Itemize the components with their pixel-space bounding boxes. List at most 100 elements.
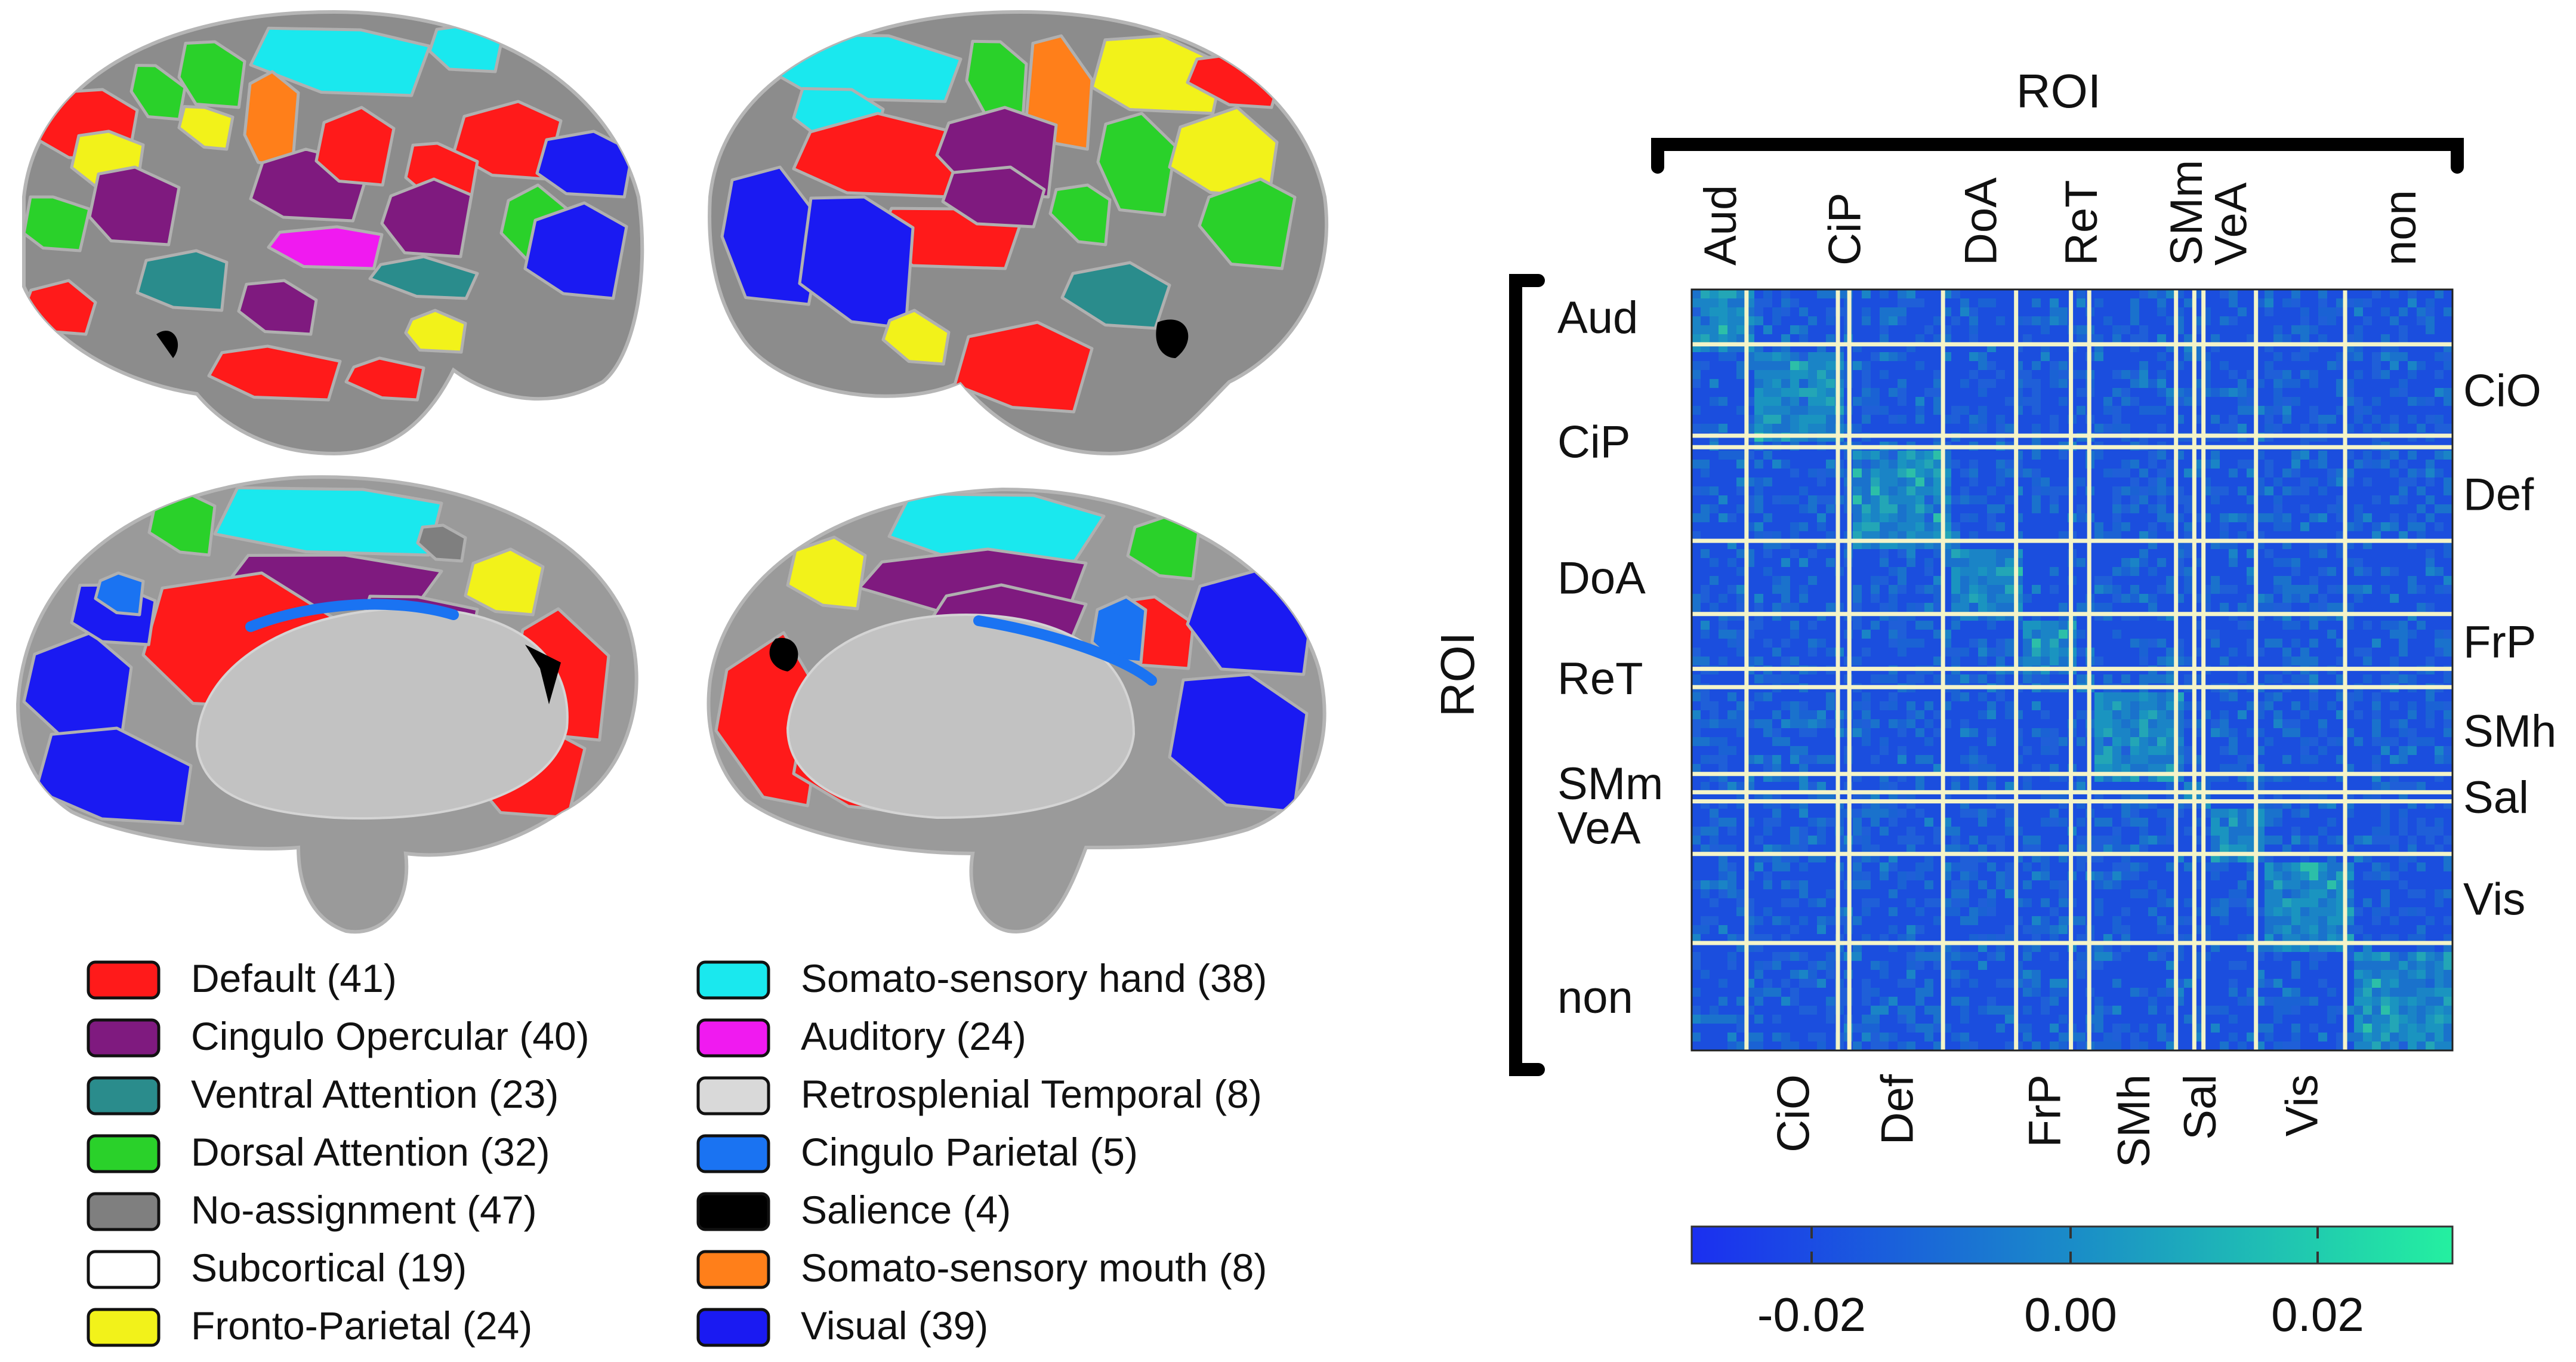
matrix-cell bbox=[2265, 845, 2273, 853]
matrix-cell bbox=[1889, 495, 1898, 504]
matrix-cell bbox=[2327, 397, 2336, 406]
matrix-cell bbox=[2354, 469, 2363, 477]
matrix-cell bbox=[2032, 764, 2041, 773]
matrix-cell bbox=[1906, 701, 1915, 710]
matrix-cell bbox=[2345, 576, 2354, 585]
matrix-cell bbox=[1692, 316, 1701, 325]
matrix-cell bbox=[1951, 782, 1960, 791]
matrix-cell bbox=[2426, 755, 2435, 764]
matrix-cell bbox=[1826, 307, 1835, 316]
matrix-cell bbox=[2220, 576, 2229, 585]
matrix-cell bbox=[1889, 639, 1898, 648]
medial-wall bbox=[195, 607, 569, 820]
matrix-cell bbox=[2023, 674, 2032, 683]
matrix-cell bbox=[2399, 477, 2408, 486]
matrix-cell bbox=[2139, 486, 2148, 495]
matrix-cell bbox=[2121, 352, 2130, 361]
legend-label: Somato-sensory mouth (8) bbox=[801, 1246, 1267, 1290]
matrix-cell bbox=[2399, 639, 2408, 648]
matrix-cell bbox=[2238, 334, 2247, 343]
matrix-cell bbox=[2354, 755, 2363, 764]
matrix-cell bbox=[2166, 648, 2175, 657]
matrix-cell bbox=[2426, 522, 2435, 531]
matrix-cell bbox=[2282, 289, 2291, 298]
matrix-cell bbox=[2336, 674, 2345, 683]
matrix-cell bbox=[1960, 316, 1969, 325]
matrix-cell bbox=[2426, 486, 2435, 495]
matrix-cell bbox=[2265, 451, 2273, 460]
matrix-cell bbox=[2139, 818, 2148, 827]
matrix-cell bbox=[2363, 710, 2372, 719]
matrix-cell bbox=[2265, 460, 2273, 469]
matrix-cell bbox=[2282, 710, 2291, 719]
matrix-cell bbox=[2426, 827, 2435, 836]
matrix-cell bbox=[1772, 728, 1781, 737]
matrix-cell bbox=[1880, 818, 1889, 827]
matrix-cell bbox=[2103, 836, 2112, 845]
matrix-cell bbox=[2408, 316, 2417, 325]
matrix-cell bbox=[2318, 415, 2327, 424]
matrix-cell bbox=[2094, 486, 2103, 495]
matrix-cell bbox=[2094, 746, 2103, 755]
matrix-cell bbox=[2399, 737, 2408, 746]
matrix-cell bbox=[1871, 289, 1880, 298]
matrix-cell bbox=[2291, 657, 2300, 665]
matrix-cell bbox=[1817, 397, 1826, 406]
matrix-cell bbox=[1996, 397, 2005, 406]
matrix-cell bbox=[1790, 639, 1799, 648]
matrix-cell bbox=[2220, 809, 2229, 818]
matrix-cell bbox=[1692, 701, 1701, 710]
matrix-cell bbox=[2265, 486, 2273, 495]
matrix-cell bbox=[1951, 424, 1960, 433]
matrix-cell bbox=[2327, 746, 2336, 755]
matrix-cell bbox=[2148, 325, 2157, 334]
matrix-cell bbox=[2139, 692, 2148, 701]
matrix-cell bbox=[1701, 406, 1710, 415]
matrix-cell bbox=[1701, 531, 1710, 540]
matrix-cell bbox=[1727, 307, 1736, 316]
matrix-cell bbox=[1781, 639, 1790, 648]
matrix-cell bbox=[2032, 495, 2041, 504]
matrix-cell bbox=[2399, 289, 2408, 298]
matrix-cell bbox=[1987, 549, 1996, 558]
matrix-cell bbox=[2005, 558, 2014, 567]
matrix-cell bbox=[1924, 451, 1933, 460]
matrix-cell bbox=[2247, 701, 2256, 710]
matrix-cell bbox=[2077, 307, 2086, 316]
matrix-cell bbox=[2148, 424, 2157, 433]
matrix-cell bbox=[1763, 406, 1772, 415]
matrix-cell bbox=[2238, 495, 2247, 504]
matrix-cell bbox=[2381, 406, 2390, 415]
matrix-cell bbox=[1817, 549, 1826, 558]
matrix-cell bbox=[2041, 630, 2050, 639]
matrix-cell bbox=[1817, 316, 1826, 325]
matrix-cell bbox=[1951, 298, 1960, 307]
matrix-cell bbox=[2005, 621, 2014, 630]
matrix-cell bbox=[1915, 522, 1924, 531]
matrix-cell bbox=[1906, 469, 1915, 477]
matrix-cell bbox=[1727, 782, 1736, 791]
matrix-cell bbox=[1826, 334, 1835, 343]
matrix-cell bbox=[1978, 728, 1987, 737]
matrix-cell bbox=[2426, 477, 2435, 486]
matrix-cell bbox=[2372, 370, 2381, 379]
matrix-cell bbox=[1996, 567, 2005, 576]
matrix-cell bbox=[1826, 728, 1835, 737]
matrix-cell bbox=[2050, 648, 2059, 657]
matrix-cell bbox=[2318, 836, 2327, 845]
matrix-cell bbox=[1924, 334, 1933, 343]
brain-parcel bbox=[94, 571, 145, 617]
matrix-cell bbox=[2345, 504, 2354, 513]
matrix-cell bbox=[2265, 585, 2273, 594]
matrix-cell bbox=[2390, 746, 2399, 755]
matrix-cell bbox=[1763, 576, 1772, 585]
matrix-cell bbox=[2417, 495, 2426, 504]
matrix-cell bbox=[2220, 325, 2229, 334]
matrix-cell bbox=[1915, 674, 1924, 683]
matrix-cell bbox=[1781, 827, 1790, 836]
matrix-cell bbox=[2336, 558, 2345, 567]
matrix-cell bbox=[1898, 782, 1906, 791]
matrix-cell bbox=[1754, 719, 1763, 728]
matrix-cell bbox=[2077, 406, 2086, 415]
matrix-cell bbox=[1960, 352, 1969, 361]
